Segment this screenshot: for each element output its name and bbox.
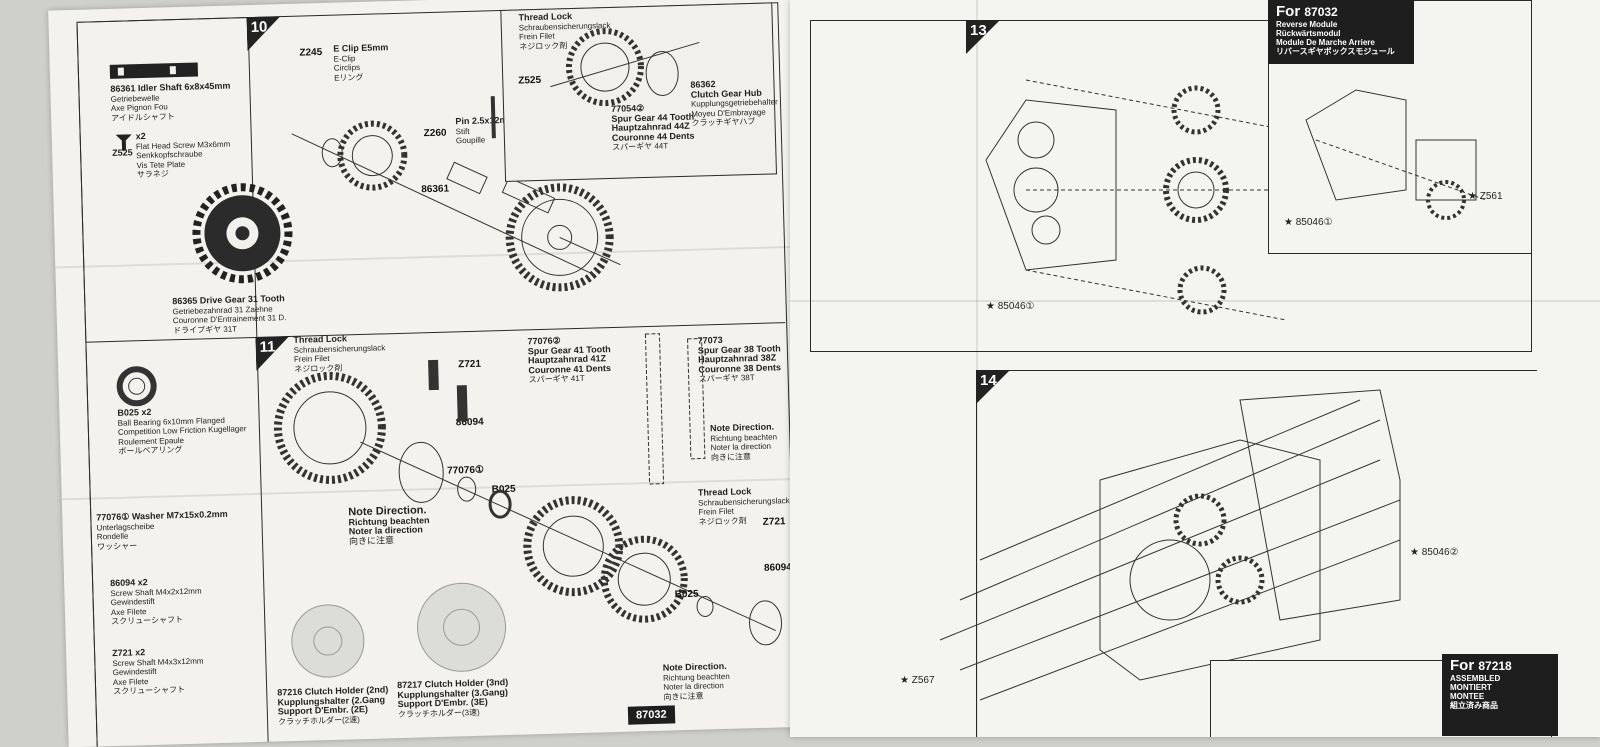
parts-column (76, 17, 269, 747)
part-label-z525: Z525 (112, 147, 133, 158)
ref-z561: ★ Z561 (1468, 191, 1503, 202)
step-13-gearbox-diagram (985, 79, 1287, 321)
callout-z721-2: Z721 (762, 516, 786, 528)
ball-bearing-image (116, 366, 157, 407)
ref-85046-1: ★ 85046① (986, 301, 1035, 312)
bottom-module-tab: 87032 (627, 705, 675, 725)
part-87217: 87217 Clutch Holder (3nd) Kupplungshalte… (396, 677, 509, 719)
part-87216: 87216 Clutch Holder (2nd) Kupplungshalte… (277, 684, 389, 726)
inset-z525: Z525 (518, 74, 542, 87)
step-14-assembly-diagram (939, 389, 1401, 701)
part-86365: 86365 Drive Gear 31 Tooth Getriebezahnra… (172, 293, 287, 335)
ref-z567: ★ Z567 (900, 675, 935, 686)
drive-gear-31t-image (192, 183, 293, 284)
step-14-panel (976, 370, 1537, 737)
clutch-holder-2nd-image (291, 604, 365, 678)
clutch-holder-3rd-image (417, 582, 507, 672)
spur-gear-44t-image (505, 183, 621, 292)
callout-z245: Z245 (299, 46, 323, 59)
callout-86094-2: 86094 (763, 562, 792, 574)
step-11-exploded-diagram (273, 333, 783, 646)
manual-left-page: 86361 Idler Shaft 6x8x45mm Getriebewelle… (48, 0, 829, 747)
inset-spur-gear-diagram (550, 28, 700, 107)
reverse-module-diagram (1305, 89, 1487, 220)
idler-shaft-image (109, 62, 199, 79)
ref-85046-2: ★ 85046② (1410, 547, 1459, 558)
ref-85046-inset: ★ 85046① (1284, 217, 1333, 228)
flat-head-screw-image (115, 134, 132, 151)
step-10-exploded-diagram (291, 96, 596, 276)
fold-line (790, 300, 1600, 302)
part-77076-1: 77076① Washer M7x15x0.2mm Unterlagscheib… (96, 508, 228, 551)
callout-b025-2: B025 (674, 588, 699, 601)
part-86361: 86361 Idler Shaft 6x8x45mm Getriebewelle… (110, 80, 231, 123)
fold-line (976, 0, 978, 737)
